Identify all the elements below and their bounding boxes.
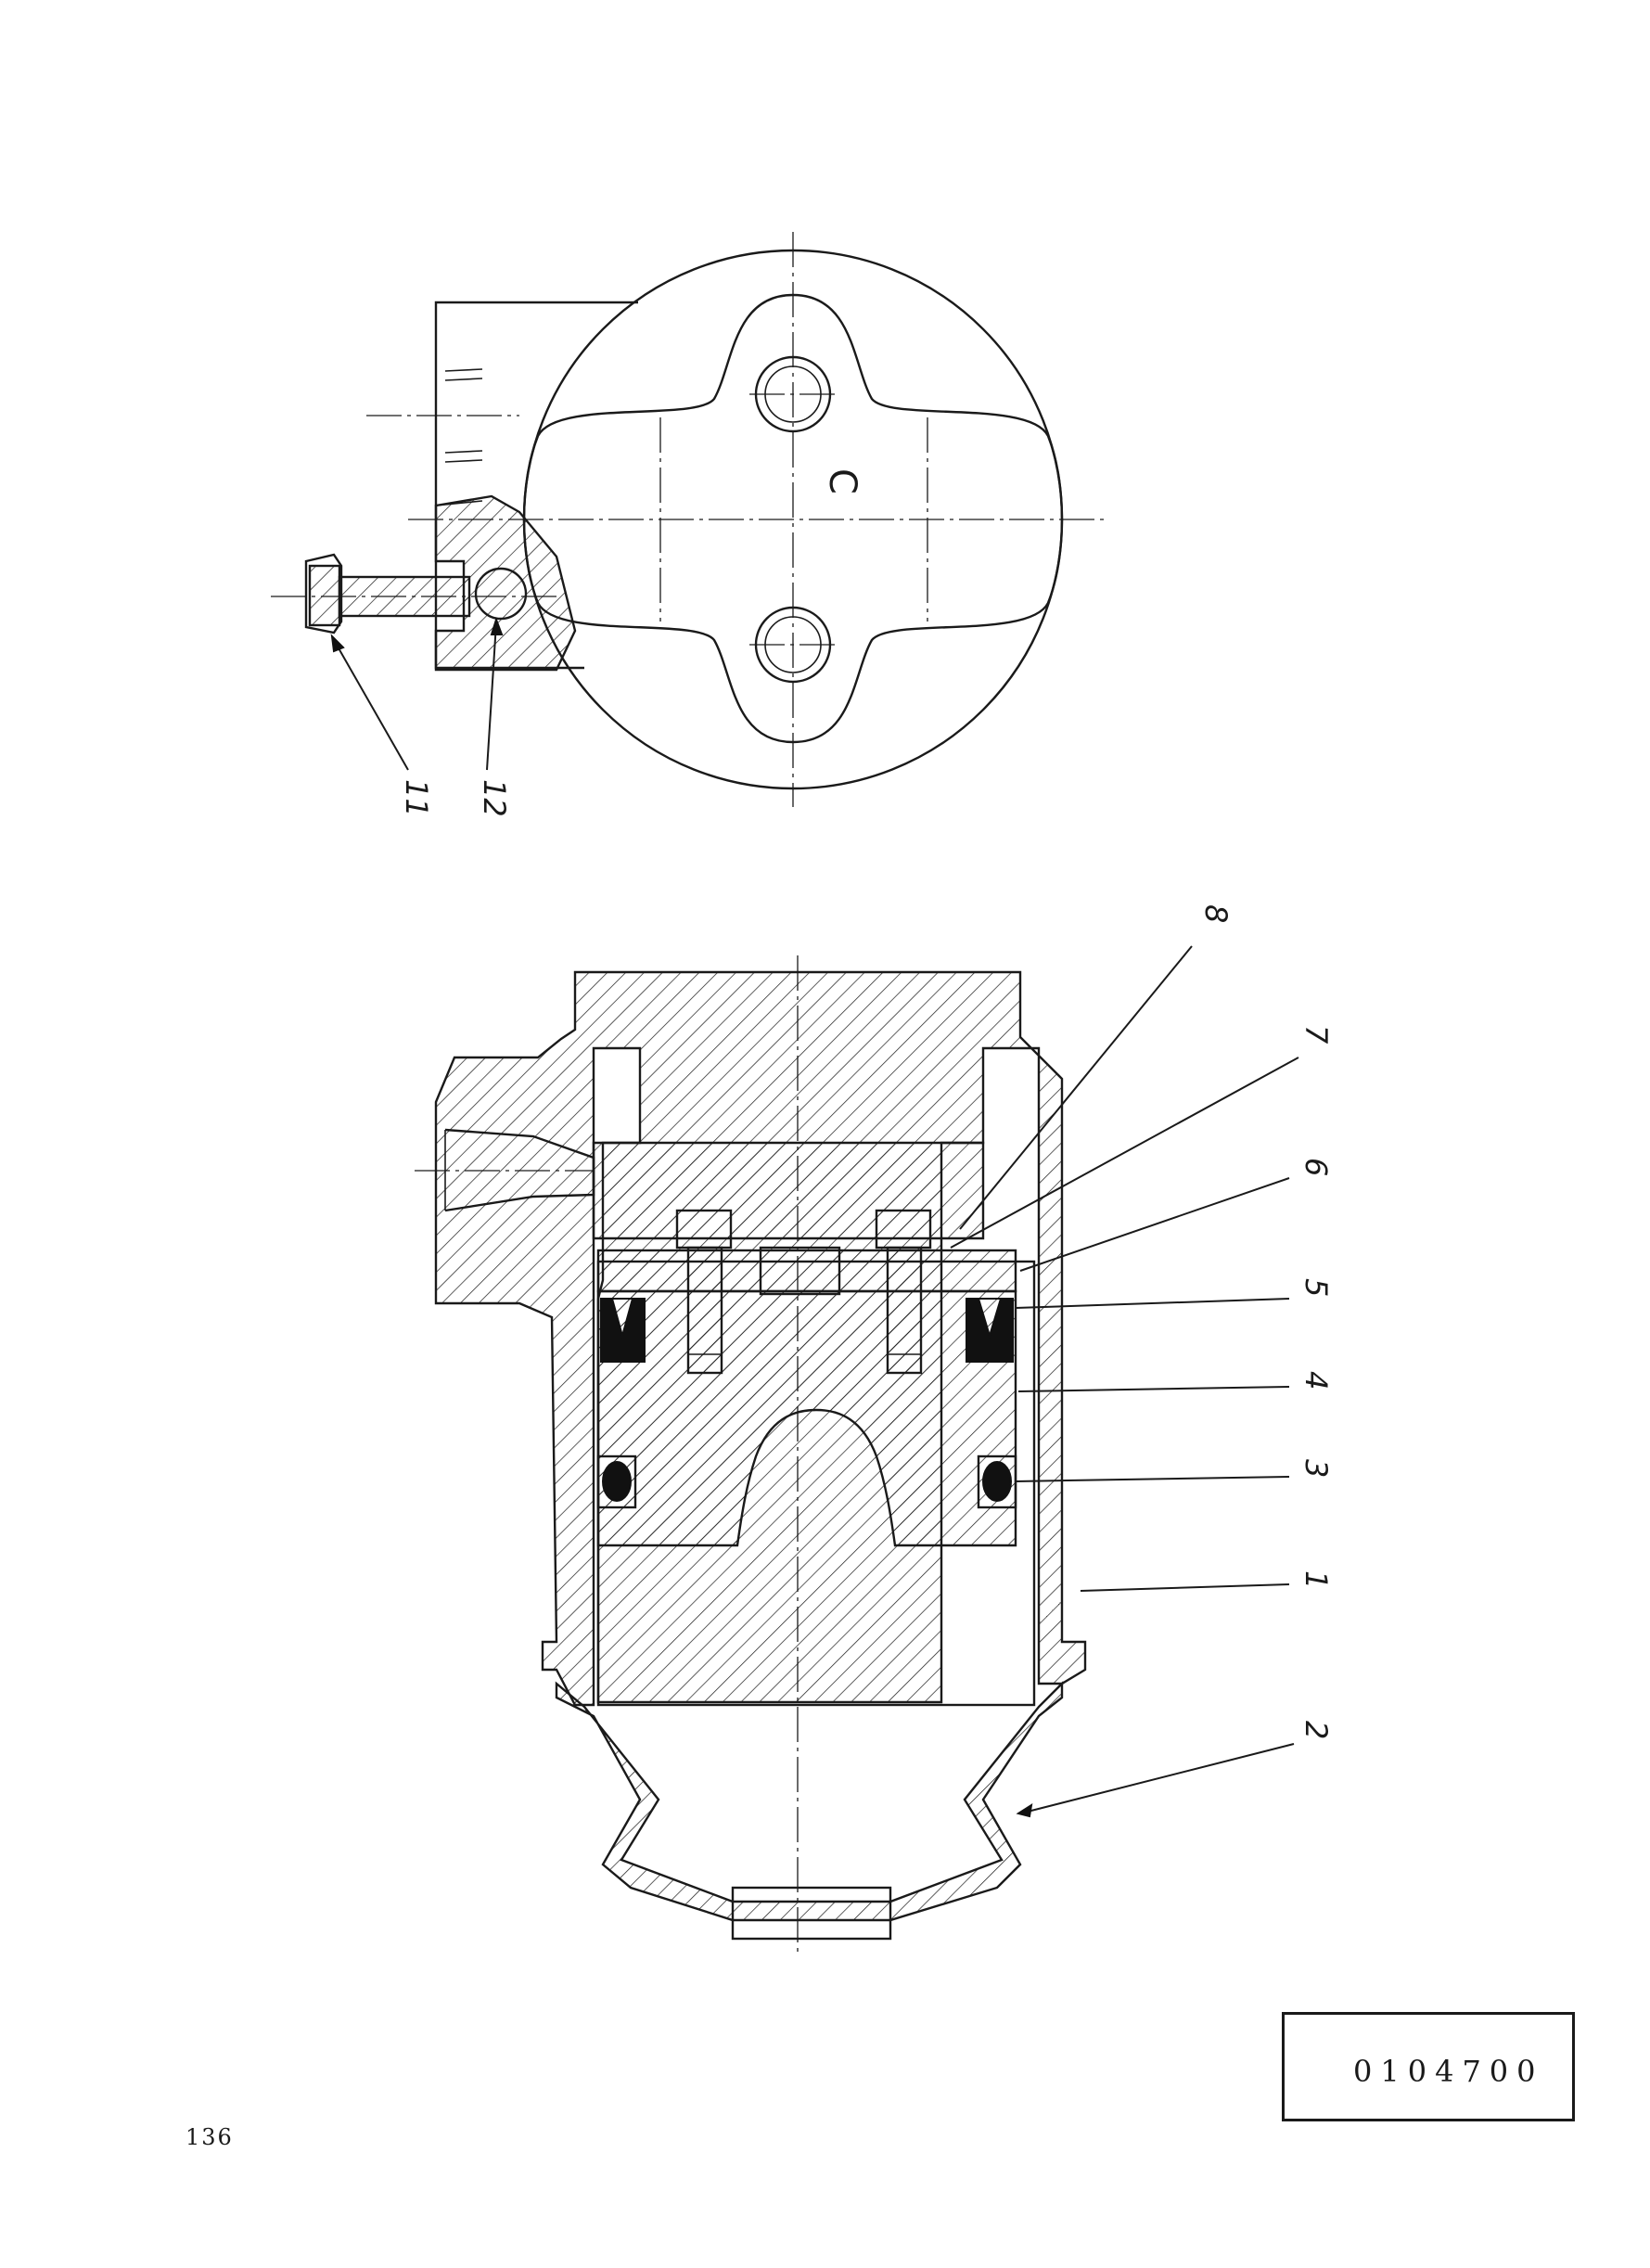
port-section xyxy=(434,494,577,672)
callout-2: 2 xyxy=(1298,1721,1334,1739)
page-number: 136 xyxy=(185,2124,234,2150)
callout-4: 4 xyxy=(1298,1371,1334,1390)
grease-fitting xyxy=(271,553,556,634)
callout-11: 11 xyxy=(399,779,434,817)
bolt-right xyxy=(875,1209,932,1375)
ring-6 xyxy=(596,1249,1017,1293)
bellows-boot xyxy=(555,1681,1064,1922)
lip-seal-left xyxy=(600,1298,646,1363)
callout-1: 1 xyxy=(1298,1570,1334,1589)
o-ring-left xyxy=(602,1461,632,1502)
callout-6: 6 xyxy=(1298,1158,1334,1176)
drawing-number-box: 0104700 xyxy=(1282,2012,1575,2121)
section-view: 8 7 6 5 4 3 1 2 xyxy=(415,904,1334,1957)
callout-12: 12 xyxy=(477,779,512,817)
center-mark-c: C xyxy=(821,468,863,494)
drawing-number: 0104700 xyxy=(1353,2054,1544,2089)
callout-7: 7 xyxy=(1298,1025,1334,1044)
callout-3: 3 xyxy=(1298,1459,1334,1478)
o-ring-right xyxy=(982,1461,1012,1502)
check-ball xyxy=(474,567,528,621)
bolt-left xyxy=(675,1209,733,1375)
lip-seal-right xyxy=(966,1298,1014,1363)
cover-block xyxy=(592,1141,985,1240)
top-view: C 11 12 xyxy=(271,232,1104,817)
callout-8: 8 xyxy=(1198,904,1234,923)
callout-5: 5 xyxy=(1298,1278,1334,1297)
